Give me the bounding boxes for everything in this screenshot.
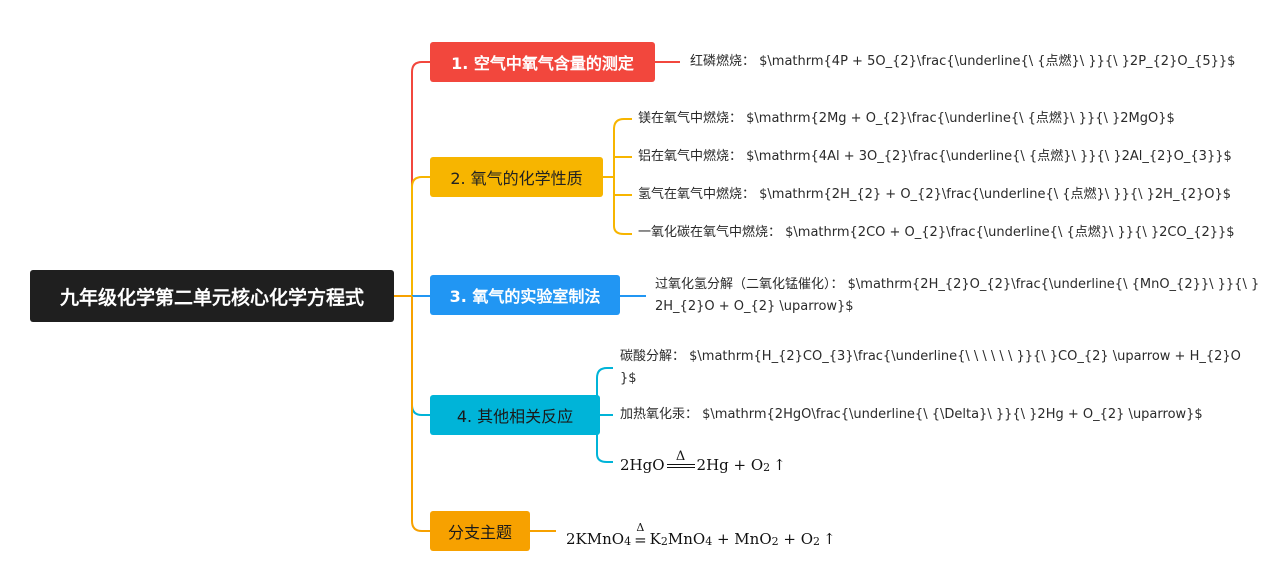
- formula-product: 2Hg + O: [696, 456, 764, 474]
- leaf-topic-2-4[interactable]: 一氧化碳在氧气中燃烧： $\mathrm{2CO + O_{2}\frac{\u…: [638, 225, 1235, 240]
- formula-product-1: K: [649, 530, 661, 548]
- leaf-topic-4-1[interactable]: 碳酸分解： $\mathrm{H_{2}CO_{3}\frac{\underli…: [620, 349, 1241, 386]
- root-topic[interactable]: 九年级化学第二单元核心化学方程式: [30, 270, 394, 322]
- formula-reactant: 2HgO: [620, 456, 665, 474]
- formula-product-1b: MnO: [667, 530, 706, 548]
- connector-leaf-2: [603, 118, 632, 235]
- condition-delta: Δ: [636, 521, 645, 534]
- formula-subscript: 4: [624, 535, 632, 548]
- leaf-topic-1-1[interactable]: 红磷燃烧： $\mathrm{4P + 5O_{2}\frac{\underli…: [690, 54, 1236, 69]
- connector-branch-4: [411, 296, 430, 416]
- condition-bar: [666, 464, 695, 468]
- formula-condition: Δ =: [634, 522, 647, 548]
- formula-condition: Δ: [666, 449, 695, 474]
- formula-subscript: 2: [660, 535, 668, 548]
- formula-subscript: 2: [763, 461, 771, 474]
- connector-branch-2: [411, 176, 430, 296]
- formula-product-3: + O: [778, 530, 814, 548]
- branch-topic-2[interactable]: 2. 氧气的化学性质: [430, 157, 603, 197]
- up-arrow-icon: ↑: [773, 456, 786, 474]
- formula-subscript: 2: [813, 535, 821, 548]
- condition-delta: Δ: [675, 449, 686, 464]
- leaf-topic-2-2[interactable]: 铝在氧气中燃烧： $\mathrm{4Al + 3O_{2}\frac{\und…: [638, 149, 1232, 164]
- formula-subscript: 4: [705, 535, 713, 548]
- formula-product-2: + MnO: [712, 530, 772, 548]
- leaf-topic-2-1[interactable]: 镁在氧气中燃烧： $\mathrm{2Mg + O_{2}\frac{\unde…: [638, 111, 1175, 126]
- branch-topic-1[interactable]: 1. 空气中氧气含量的测定: [430, 42, 655, 82]
- formula-reactant: 2KMnO: [566, 530, 625, 548]
- branch-topic-5[interactable]: 分支主题: [430, 511, 530, 551]
- formula-subscript: 2: [771, 535, 779, 548]
- up-arrow-icon: ↑: [823, 530, 836, 548]
- leaf-topic-3-1[interactable]: 过氧化氢分解（二氧化锰催化）： $\mathrm{2H_{2}O_{2}\fra…: [655, 277, 1260, 314]
- condition-equals: =: [634, 531, 647, 549]
- leaf-topic-4-2[interactable]: 加热氧化汞： $\mathrm{2HgO\frac{\underline{\ {…: [620, 407, 1203, 422]
- leaf-topic-2-3[interactable]: 氢气在氧气中燃烧： $\mathrm{2H_{2} + O_{2}\frac{\…: [638, 187, 1232, 202]
- branch-topic-4[interactable]: 4. 其他相关反应: [430, 395, 600, 435]
- branch-topic-3[interactable]: 3. 氧气的实验室制法: [430, 275, 620, 315]
- connector-branch-5: [411, 296, 430, 532]
- connector-branch-1: [411, 61, 430, 296]
